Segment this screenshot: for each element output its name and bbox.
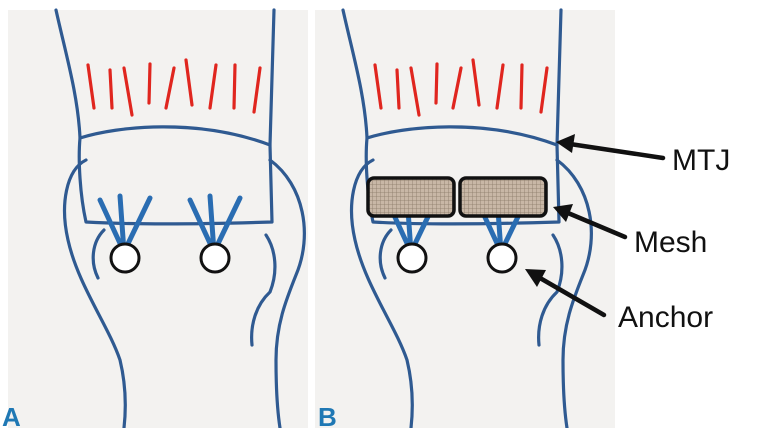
panel-letter-b: B: [318, 402, 337, 428]
panel-a: A: [2, 10, 308, 428]
mesh-patch-right: [460, 178, 546, 216]
panel-b-background: [315, 10, 615, 428]
mtj-label: MTJ: [672, 144, 730, 177]
anchor-circle: [488, 244, 516, 272]
mesh-label: Mesh: [634, 226, 707, 259]
panel-b: B: [315, 10, 615, 428]
mesh-patch-left: [368, 178, 454, 216]
anchor-label: Anchor: [618, 301, 713, 334]
anchor-circle: [111, 244, 139, 272]
panel-a-background: [8, 10, 308, 428]
anchor-circle: [201, 244, 229, 272]
anchor-circle: [398, 244, 426, 272]
panel-letter-a: A: [2, 402, 21, 428]
